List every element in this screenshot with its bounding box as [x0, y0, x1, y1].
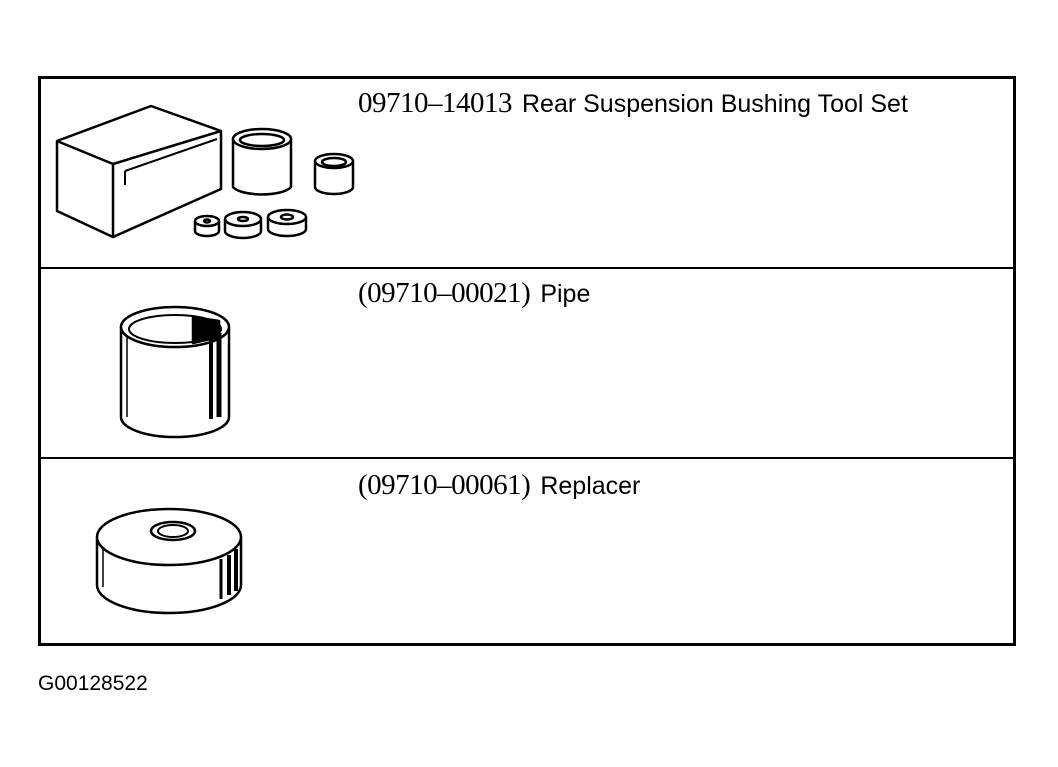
figure-id: G00128522 — [38, 672, 148, 695]
tool-name: Replacer — [540, 472, 641, 500]
tool-row-replacer: (09710–00061) Replacer — [41, 459, 1013, 643]
part-number: (09710–00021) — [358, 277, 531, 309]
tool-name: Pipe — [540, 280, 591, 308]
tool-caption: (09710–00061) Replacer — [358, 469, 640, 502]
tool-name: Rear Suspension Bushing Tool Set — [522, 90, 908, 118]
tool-caption: 09710–14013 Rear Suspension Bushing Tool … — [358, 87, 908, 120]
tool-row-pipe: (09710–00021) Pipe — [41, 269, 1013, 459]
part-number: 09710–14013 — [358, 87, 513, 119]
part-number: (09710–00061) — [358, 469, 531, 501]
pipe-illustration — [119, 305, 231, 439]
tool-set-illustration — [55, 104, 355, 240]
tool-caption: (09710–00021) Pipe — [358, 277, 590, 310]
tool-table: 09710–14013 Rear Suspension Bushing Tool … — [38, 76, 1016, 646]
replacer-illustration — [95, 507, 243, 615]
tool-row-tool-set: 09710–14013 Rear Suspension Bushing Tool … — [41, 79, 1013, 269]
